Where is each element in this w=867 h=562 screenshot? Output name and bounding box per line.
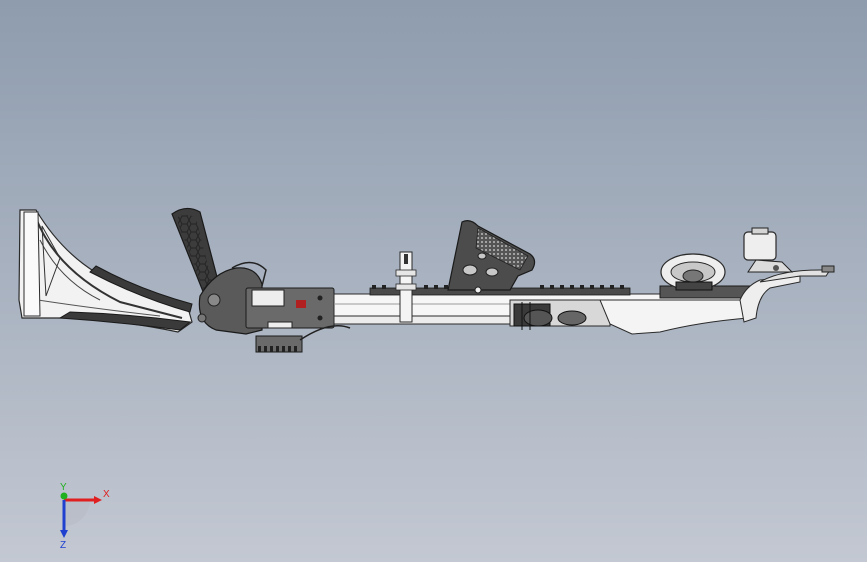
rear-sight-post xyxy=(395,251,417,323)
cam-wheel xyxy=(660,253,726,291)
y-axis-label: Y xyxy=(60,482,67,493)
riser xyxy=(599,265,835,335)
front-sight xyxy=(743,227,794,273)
x-axis-label: X xyxy=(103,489,110,500)
z-axis-arrowhead xyxy=(60,530,68,538)
axis-triad: X Y Z xyxy=(60,482,110,550)
y-axis-marker xyxy=(60,492,68,500)
trigger-housing xyxy=(197,261,351,353)
buttstock xyxy=(18,209,193,333)
forward-grip xyxy=(447,220,536,294)
z-axis-label: Z xyxy=(60,540,66,550)
latch-mechanism xyxy=(509,299,611,330)
x-axis-arrowhead xyxy=(94,496,102,504)
